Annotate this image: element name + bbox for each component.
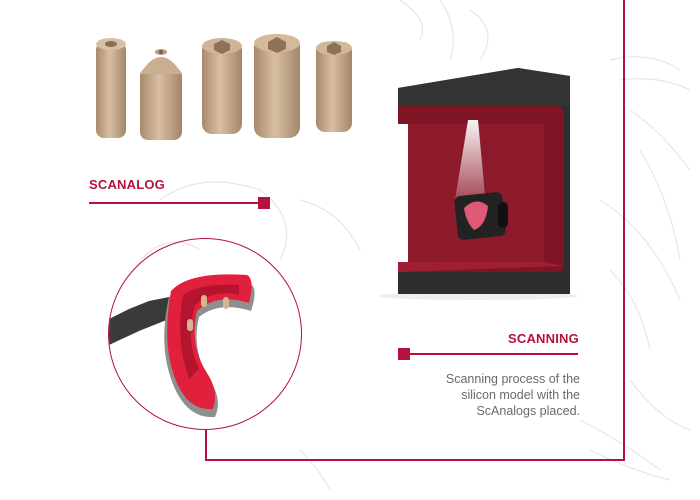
scanning-description: Scanning process of the silicon model wi… (400, 371, 580, 419)
scanning-underline (405, 353, 578, 355)
scanalog-parts-image (88, 30, 368, 150)
scanalog-title: SCANALOG (89, 177, 165, 192)
impression-circle-frame (108, 238, 302, 430)
frame-bottom-line (205, 459, 625, 461)
scanning-marker-square (398, 348, 410, 360)
frame-right-line (623, 0, 625, 461)
scanalog-underline (89, 202, 261, 204)
scanning-description-line-1: Scanning process of the (445, 372, 580, 386)
scanning-description-line-2: silicon model with the (461, 388, 580, 402)
scanalog-marker-square (258, 197, 270, 209)
silicone-impression-tray-image (109, 274, 255, 418)
scanning-description-line-3: ScAnalogs placed. (476, 404, 580, 418)
scanning-title: SCANNING (508, 331, 579, 346)
scanner-image (378, 66, 583, 306)
impression-connector-vertical (205, 430, 207, 460)
